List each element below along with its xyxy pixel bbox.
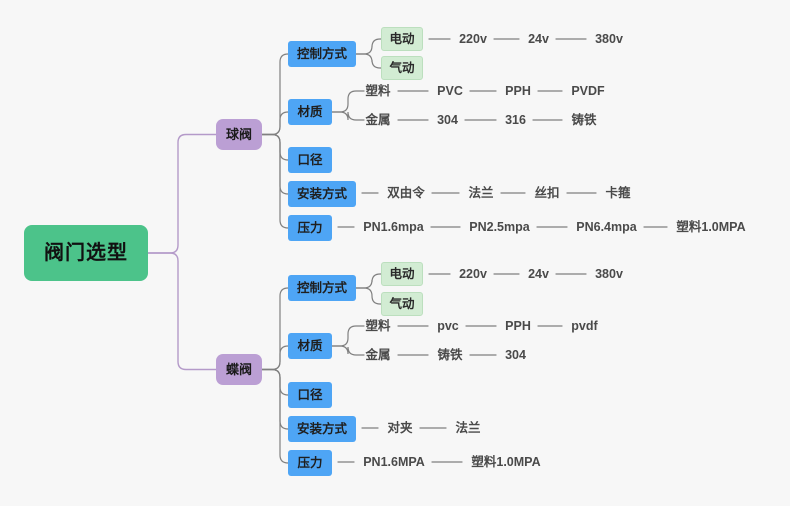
leaf-text: pvc [437, 319, 459, 333]
leaf-text: 24v [528, 267, 549, 281]
connector-line [261, 111, 289, 136]
connector-line [261, 133, 289, 229]
leaf-text: 铸铁 [571, 113, 597, 127]
connector-line [261, 53, 289, 136]
connector-line [355, 287, 382, 305]
connector-line [147, 252, 217, 371]
category-node-diameter-2[interactable]: 口径 [288, 382, 332, 408]
category-node-install-mode-2[interactable]: 安装方式 [288, 416, 356, 442]
leaf-text: pvdf [571, 319, 598, 333]
branch-node-ball-valve[interactable]: 球阀 [216, 119, 262, 150]
leaf-text: 304 [505, 348, 526, 362]
leaf-text: 380v [595, 267, 623, 281]
connector-line [261, 133, 289, 195]
leaf-text: 卡箍 [605, 186, 631, 200]
connector-line [261, 368, 289, 430]
connector-line [261, 368, 289, 464]
sub-label-material-0: 塑料 [365, 84, 391, 98]
category-node-control-mode-2[interactable]: 控制方式 [288, 275, 356, 301]
branch-node-butterfly-valve[interactable]: 蝶阀 [216, 354, 262, 385]
leaf-text: 塑料1.0MPA [471, 455, 541, 469]
connector-line [147, 133, 217, 254]
leaf-text: PN1.6mpa [363, 220, 424, 234]
leaf-text: 316 [505, 113, 526, 127]
category-node-material[interactable]: 材质 [288, 99, 332, 125]
leaf-text: 铸铁 [437, 348, 463, 362]
connector-line [331, 111, 365, 121]
connector-line [331, 345, 365, 356]
leaf-text: PPH [505, 84, 531, 98]
leaf-text: PN1.6MPA [363, 455, 425, 469]
leaf-text: PVDF [571, 84, 605, 98]
leaf-text: 塑料1.0MPA [676, 220, 746, 234]
leaf-chip-control-mode-2-1[interactable]: 气动 [381, 292, 423, 316]
leaf-text: 220v [459, 32, 487, 46]
category-node-pressure[interactable]: 压力 [288, 215, 332, 241]
connector-line [261, 133, 289, 161]
category-node-pressure-2[interactable]: 压力 [288, 450, 332, 476]
leaf-text: 24v [528, 32, 549, 46]
leaf-text: 380v [595, 32, 623, 46]
category-node-diameter[interactable]: 口径 [288, 147, 332, 173]
leaf-chip-control-mode-1[interactable]: 气动 [381, 56, 423, 80]
category-node-install-mode[interactable]: 安装方式 [288, 181, 356, 207]
connector-line [261, 345, 289, 371]
leaf-text: PPH [505, 319, 531, 333]
leaf-text: 220v [459, 267, 487, 281]
leaf-chip-control-mode-0[interactable]: 电动 [381, 27, 423, 51]
sub-label-material-2-0: 塑料 [365, 319, 391, 333]
connector-line [331, 325, 365, 347]
connector-line [261, 368, 289, 396]
category-node-material-2[interactable]: 材质 [288, 333, 332, 359]
connector-line [331, 90, 365, 113]
connector-line [355, 38, 382, 55]
leaf-chip-control-mode-2-0[interactable]: 电动 [381, 262, 423, 286]
leaf-text: 法兰 [455, 421, 481, 435]
leaf-text: 双由令 [387, 186, 425, 200]
connector-line [355, 53, 382, 69]
root-node[interactable]: 阀门选型 [24, 225, 148, 281]
category-node-control-mode[interactable]: 控制方式 [288, 41, 356, 67]
connector-line [261, 287, 289, 371]
leaf-text: 丝扣 [534, 186, 560, 200]
leaf-text: PN6.4mpa [576, 220, 637, 234]
leaf-text: PN2.5mpa [469, 220, 530, 234]
leaf-text: PVC [437, 84, 463, 98]
sub-label-material-1: 金属 [365, 113, 391, 127]
leaf-text: 法兰 [468, 186, 494, 200]
leaf-text: 304 [437, 113, 458, 127]
connector-line [355, 273, 382, 289]
leaf-text: 对夹 [387, 421, 413, 435]
sub-label-material-2-1: 金属 [365, 348, 391, 362]
